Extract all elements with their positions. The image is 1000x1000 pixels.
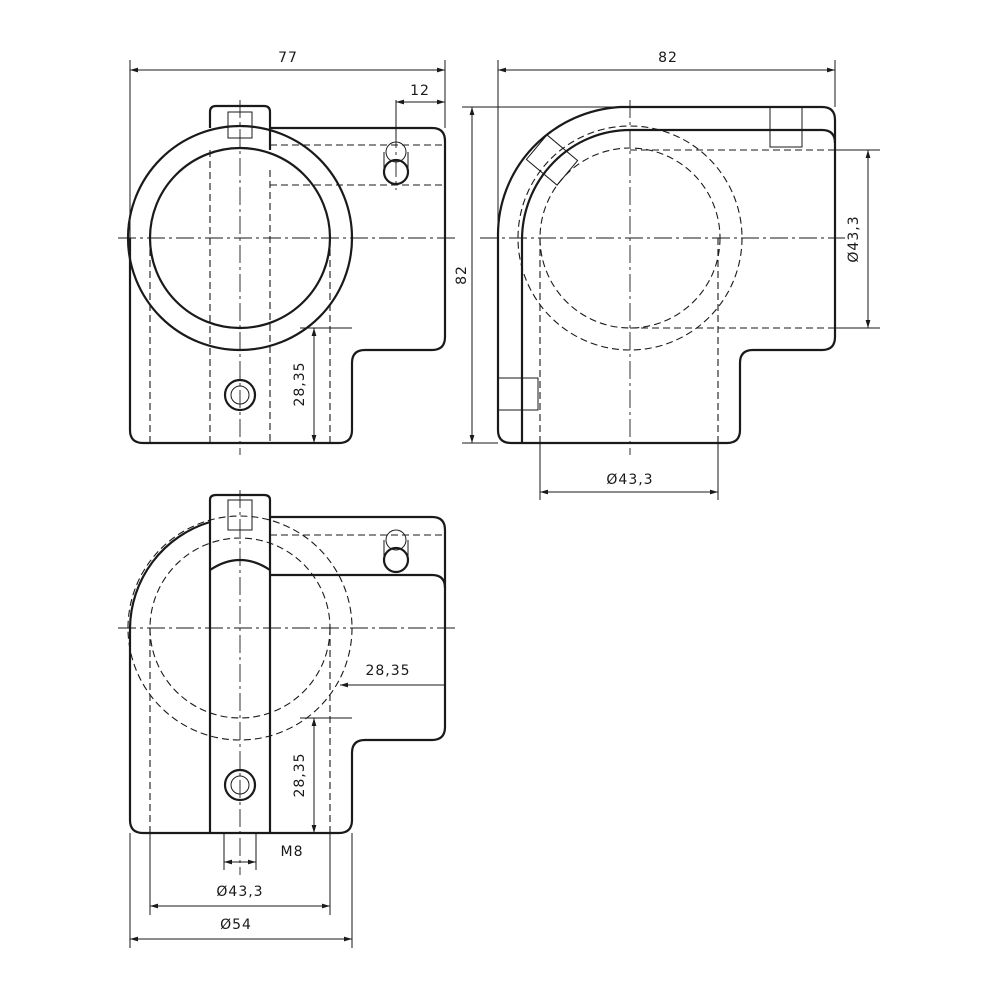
dim-diameter-bottom: Ø43,3 (606, 472, 653, 488)
dim-offset-12: 12 (410, 83, 430, 99)
dim-height-82: 82 (454, 265, 470, 285)
dim-inner-diameter: Ø43,3 (216, 884, 263, 900)
dim-height-28-35: 28,35 (292, 361, 308, 406)
dim-diameter-right: Ø43,3 (846, 215, 862, 262)
dim-width-77: 77 (278, 50, 298, 66)
dim-outer-diameter: Ø54 (220, 917, 252, 933)
side-view: 82 82 Ø43,3 Ø43,3 (454, 50, 880, 500)
dim-width-82: 82 (658, 50, 678, 66)
top-view: 28,35 28,35 M8 Ø43,3 Ø54 (118, 490, 455, 948)
front-view: 77 12 28,35 (118, 50, 455, 455)
dim-thread-m8: M8 (281, 844, 304, 860)
dim-offset-h-28-35: 28,35 (365, 663, 410, 679)
dim-height-28-35: 28,35 (292, 752, 308, 797)
